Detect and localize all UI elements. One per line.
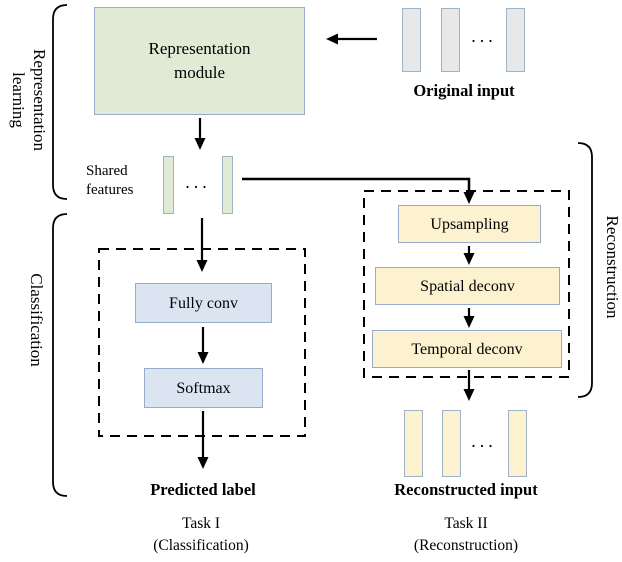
representation-module-label: Representation module — [148, 39, 251, 82]
temporal-deconv-box: Temporal deconv — [372, 330, 562, 368]
bracket-classification — [52, 213, 68, 497]
side-label-classification: Classification — [27, 273, 46, 367]
arrow-features-to-reconstruction — [242, 177, 475, 204]
shared-features-ellipsis: ... — [185, 172, 211, 192]
spatial-deconv-label: Spatial deconv — [420, 277, 515, 295]
bracket-representation-learning — [52, 4, 68, 200]
original-input-bar — [402, 8, 421, 72]
side-label-reconstruction: Reconstruction — [603, 215, 622, 319]
representation-module-box: Representation module — [94, 7, 305, 115]
task1-subtitle: (Classification) — [153, 537, 249, 554]
reconstructed-input-bar — [442, 410, 461, 477]
original-input-ellipsis: ... — [471, 26, 497, 46]
fully-conv-box: Fully conv — [135, 283, 272, 323]
original-input-label: Original input — [413, 81, 515, 100]
reconstructed-input-bar — [508, 410, 527, 477]
shared-features-label: Shared features — [86, 163, 134, 198]
shared-feature-bar — [163, 156, 174, 214]
upsampling-label: Upsampling — [430, 215, 509, 233]
reconstructed-input-bar — [404, 410, 423, 477]
predicted-label-text: Predicted label — [150, 480, 256, 499]
softmax-box: Softmax — [144, 368, 263, 408]
original-input-bar — [506, 8, 525, 72]
side-label-representation-learning: Representation learning — [9, 49, 49, 151]
original-input-bar — [441, 8, 460, 72]
shared-feature-bar — [222, 156, 233, 214]
reconstructed-input-ellipsis: ... — [471, 431, 497, 451]
temporal-deconv-label: Temporal deconv — [411, 340, 523, 358]
softmax-label: Softmax — [176, 379, 231, 397]
task1-title: Task I — [181, 515, 221, 532]
spatial-deconv-box: Spatial deconv — [375, 267, 560, 305]
task2-subtitle: (Reconstruction) — [413, 537, 519, 554]
reconstructed-input-label: Reconstructed input — [394, 480, 538, 499]
bracket-reconstruction — [577, 142, 593, 398]
upsampling-box: Upsampling — [398, 205, 541, 243]
task2-title: Task II — [444, 515, 488, 532]
fully-conv-label: Fully conv — [169, 294, 238, 312]
